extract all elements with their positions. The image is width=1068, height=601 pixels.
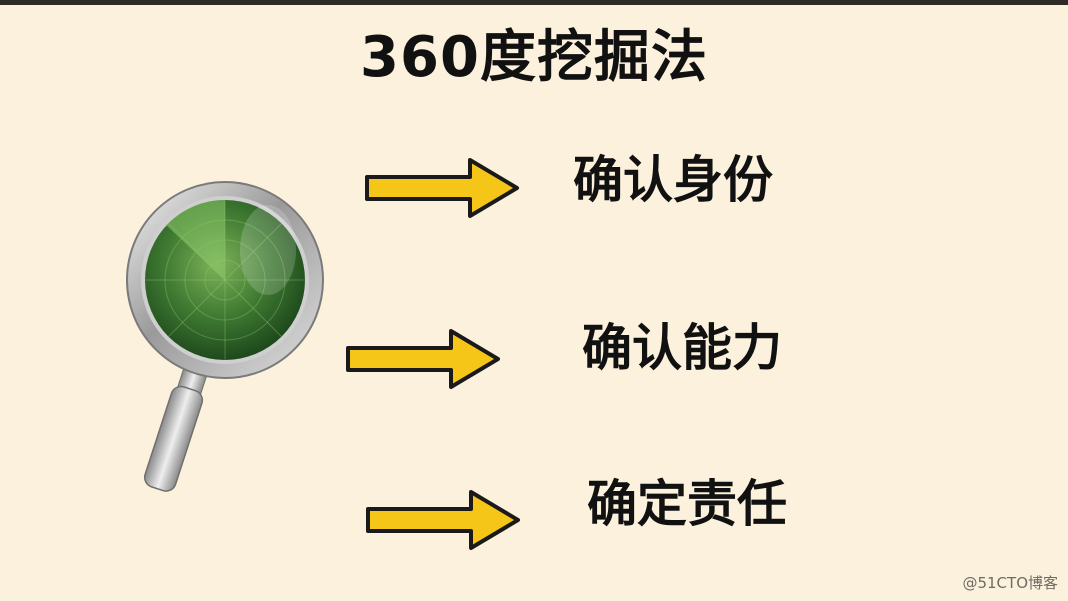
watermark: @51CTO博客	[962, 574, 1058, 592]
right-arrow-icon	[346, 329, 500, 389]
item-label-ability: 确认能力	[582, 319, 782, 377]
item-label-identity: 确认身份	[573, 151, 773, 209]
right-arrow-icon	[365, 158, 519, 218]
magnifier-radar-icon	[126, 181, 324, 492]
item-label-responsibility: 确定责任	[587, 475, 787, 533]
top-border	[0, 0, 1068, 5]
slide-title: 360度挖掘法	[360, 25, 708, 90]
right-arrow-icon	[366, 490, 520, 550]
